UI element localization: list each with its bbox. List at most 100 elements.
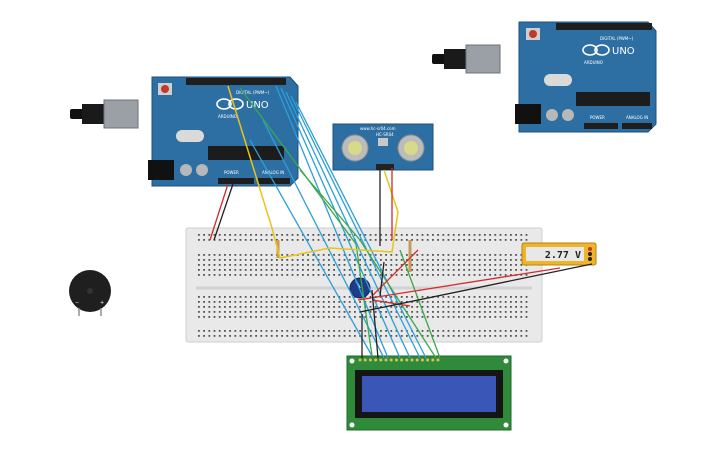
breadboard-hole: [224, 306, 226, 308]
breadboard-hole: [525, 301, 528, 303]
breadboard-hole: [478, 264, 481, 266]
breadboard-hole: [203, 330, 205, 332]
breadboard-hole: [317, 330, 320, 332]
wire-blue[interactable]: [249, 139, 373, 357]
breadboard-hole: [260, 264, 263, 266]
breadboard-hole: [380, 259, 382, 261]
wire-green[interactable]: [299, 169, 437, 359]
breadboard-hole: [322, 274, 325, 276]
breadboard-hole: [416, 269, 419, 271]
breadboard-hole: [244, 254, 247, 256]
breadboard-hole: [494, 306, 497, 308]
breadboard-hole: [525, 311, 528, 313]
breadboard-hole: [504, 259, 507, 261]
wire-red[interactable]: [371, 249, 419, 297]
breadboard-hole: [270, 259, 273, 261]
wire-yellow[interactable]: [227, 85, 399, 259]
breadboard-hole: [291, 330, 294, 332]
breadboard-hole: [416, 301, 419, 303]
breadboard-hole: [291, 259, 294, 261]
arduino-uno-right[interactable]: UNO ARDUINO DIGITAL (PWM~) POWER ANALOG …: [432, 21, 657, 133]
wire-red[interactable]: [371, 299, 411, 307]
breadboard-hole: [400, 264, 403, 266]
breadboard-hole: [463, 335, 465, 337]
multimeter[interactable]: 2.77 V: [521, 242, 597, 266]
ultrasonic-sensor[interactable]: www.hc-sr04.com HC-SR04: [332, 123, 434, 171]
breadboard-hole: [416, 264, 419, 266]
breadboard-hole: [432, 239, 434, 241]
breadboard-hole: [234, 234, 237, 236]
lcd-display[interactable]: [346, 355, 512, 431]
breadboard-hole: [203, 335, 205, 337]
breadboard-hole: [270, 301, 273, 303]
lcd-pin: [358, 358, 362, 362]
breadboard-hole: [400, 335, 403, 337]
breadboard-hole: [463, 269, 465, 271]
breadboard-hole: [302, 264, 304, 266]
breadboard-hole: [203, 234, 205, 236]
breadboard-hole: [510, 335, 512, 337]
breadboard-hole: [234, 269, 237, 271]
breadboard-hole: [484, 259, 486, 261]
wire-blue[interactable]: [290, 95, 421, 359]
wire-black[interactable]: [213, 183, 234, 241]
breadboard-hole: [525, 234, 528, 236]
potentiometer[interactable]: [349, 277, 371, 299]
breadboard-hole: [463, 301, 465, 303]
breadboard-hole: [458, 239, 460, 241]
transducer-left-mesh: [348, 141, 362, 155]
breadboard-hole: [338, 264, 341, 266]
breadboard-hole: [468, 316, 471, 318]
breadboard-hole: [343, 311, 346, 313]
breadboard-hole: [374, 306, 377, 308]
breadboard-hole: [198, 234, 200, 236]
breadboard-hole: [525, 316, 528, 318]
arduino-uno-left[interactable]: UNO ARDUINO DIGITAL (PWM~) POWER ANALOG …: [70, 76, 299, 187]
breadboard-hole: [504, 311, 507, 313]
wire-green[interactable]: [399, 249, 441, 359]
breadboard-hole: [364, 269, 367, 271]
breadboard-hole: [369, 311, 372, 313]
breadboard-hole: [421, 316, 424, 318]
breadboard-hole: [213, 254, 216, 256]
breadboard-hole: [515, 239, 517, 241]
breadboard-hole: [302, 306, 304, 308]
breadboard-hole: [385, 269, 387, 271]
wire-black[interactable]: [379, 261, 385, 297]
breadboard-hole: [213, 330, 216, 332]
wire-red[interactable]: [357, 267, 561, 301]
breadboard-hole: [494, 264, 497, 266]
breadboard-hole: [359, 316, 361, 318]
wire-green[interactable]: [239, 87, 373, 357]
breadboard-hole: [203, 311, 205, 313]
breadboard-hole: [421, 259, 424, 261]
breadboard-hole: [234, 254, 237, 256]
wire-black[interactable]: [371, 289, 379, 359]
breadboard-hole: [291, 301, 294, 303]
breadboard-hole: [468, 301, 471, 303]
wire-blue[interactable]: [275, 85, 389, 359]
breadboard-hole: [348, 335, 351, 337]
breadboard-hole: [499, 264, 502, 266]
piezo-buzzer[interactable]: − +: [69, 270, 111, 316]
wire-black[interactable]: [359, 263, 593, 313]
breadboard-hole: [369, 274, 372, 276]
breadboard-hole: [265, 301, 268, 303]
breadboard-hole: [250, 269, 252, 271]
wire-blue[interactable]: [285, 91, 411, 359]
breadboard-hole: [515, 335, 517, 337]
breadboard-hole: [234, 301, 237, 303]
breadboard-hole: [510, 259, 512, 261]
breadboard-hole: [286, 234, 289, 236]
breadboard-hole: [452, 254, 455, 256]
wire-blue[interactable]: [262, 119, 385, 359]
breadboard-hole: [515, 311, 517, 313]
breadboard-hole: [447, 264, 450, 266]
breadboard-hole: [369, 296, 372, 298]
wire-red[interactable]: [209, 183, 229, 241]
breadboard-hole: [213, 234, 216, 236]
wire-blue[interactable]: [295, 101, 427, 359]
breadboard-hole: [260, 274, 263, 276]
lcd-pin: [431, 358, 435, 362]
breadboard-hole: [442, 254, 445, 256]
